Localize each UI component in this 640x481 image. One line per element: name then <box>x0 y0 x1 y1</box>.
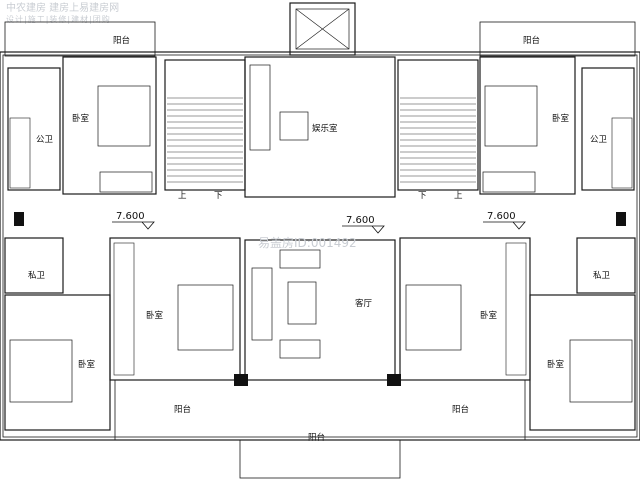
bath-public-right-walls <box>581 67 635 191</box>
coffee-table <box>287 281 317 325</box>
bedroom-lower-right-walls <box>529 294 636 431</box>
watermark-logo: 中农建房 建房上易建房网 设计|施工|装修|建材|团购 <box>6 3 119 25</box>
label-bedroom-upper-right: 卧室 <box>552 113 570 124</box>
watermark-id: 易盖房ID:001492 <box>258 236 357 250</box>
label-balcony-bottom-left: 阳台 <box>174 404 191 415</box>
label-bath-private-left: 私卫 <box>28 271 46 281</box>
bath-private-left-walls <box>4 237 64 294</box>
label-bedroom-mid-right: 卧室 <box>480 310 498 321</box>
entertainment-room-walls <box>244 56 396 198</box>
label-stair-down-left: 下 <box>214 191 223 201</box>
watermark-line1: 中农建房 建房上易建房网 <box>6 3 120 14</box>
bath-private-right-walls <box>576 237 636 294</box>
elevation-center: 7.600 <box>346 215 375 226</box>
bedroom-mid-left-walls <box>109 237 241 381</box>
armchair-top <box>279 249 321 269</box>
elevator-shaft <box>289 2 356 56</box>
columns <box>14 212 626 386</box>
label-living-room: 客厅 <box>355 298 373 309</box>
sofa-entertainment <box>249 64 271 151</box>
balcony-top-left <box>4 21 156 57</box>
label-bath-public-right: 公卫 <box>590 135 608 145</box>
label-balcony-top-left: 阳台 <box>113 35 130 46</box>
armchair-bottom <box>279 339 321 359</box>
label-stair-down-right: 下 <box>418 191 427 201</box>
label-stair-up-right: 上 <box>454 191 463 201</box>
label-balcony-top-right: 阳台 <box>523 35 540 46</box>
label-bath-private-right: 私卫 <box>593 271 611 281</box>
bed-upper-left <box>97 85 151 147</box>
watermark-line2: 设计|施工|装修|建材|团购 <box>6 15 111 24</box>
label-bedroom-upper-left: 卧室 <box>72 113 90 124</box>
bed-lower-right <box>569 339 633 403</box>
wardrobe-mid-left <box>113 242 135 376</box>
bedroom-upper-right-walls <box>479 56 576 195</box>
bedroom-mid-right-walls <box>399 237 531 381</box>
label-balcony-bottom-center: 阳台 <box>308 432 325 443</box>
elevator-car <box>295 8 350 50</box>
wardrobe-upper-left <box>99 171 153 193</box>
wardrobe-upper-right <box>482 171 536 193</box>
elevation-left: 7.600 <box>116 211 145 222</box>
bed-upper-right <box>484 85 538 147</box>
elevation-right: 7.600 <box>487 211 516 222</box>
label-bedroom-lower-right: 卧室 <box>547 359 565 370</box>
bath-public-left-walls <box>7 67 61 191</box>
balcony-top-right <box>479 21 636 57</box>
balcony-bottom-center-bay <box>239 439 401 479</box>
bed-mid-right <box>405 284 462 351</box>
label-bedroom-mid-left: 卧室 <box>146 310 164 321</box>
table-entertainment <box>279 111 309 141</box>
bedroom-upper-left-walls <box>62 56 157 195</box>
bed-mid-left <box>177 284 234 351</box>
label-bath-public-left: 公卫 <box>36 135 54 145</box>
stair-left <box>164 59 246 191</box>
wardrobe-mid-right <box>505 242 527 376</box>
label-entertainment: 娱乐室 <box>312 123 338 134</box>
label-balcony-bottom-right: 阳台 <box>452 404 469 415</box>
elevation-markers <box>112 221 526 234</box>
label-stair-up-left: 上 <box>178 191 187 201</box>
stair-treads-left <box>167 97 243 183</box>
label-bedroom-lower-left: 卧室 <box>78 359 96 370</box>
living-room-walls <box>244 239 396 381</box>
bed-lower-left <box>9 339 73 403</box>
stair-right <box>397 59 479 191</box>
sofa-living <box>251 267 273 341</box>
stair-treads-right <box>400 97 476 183</box>
